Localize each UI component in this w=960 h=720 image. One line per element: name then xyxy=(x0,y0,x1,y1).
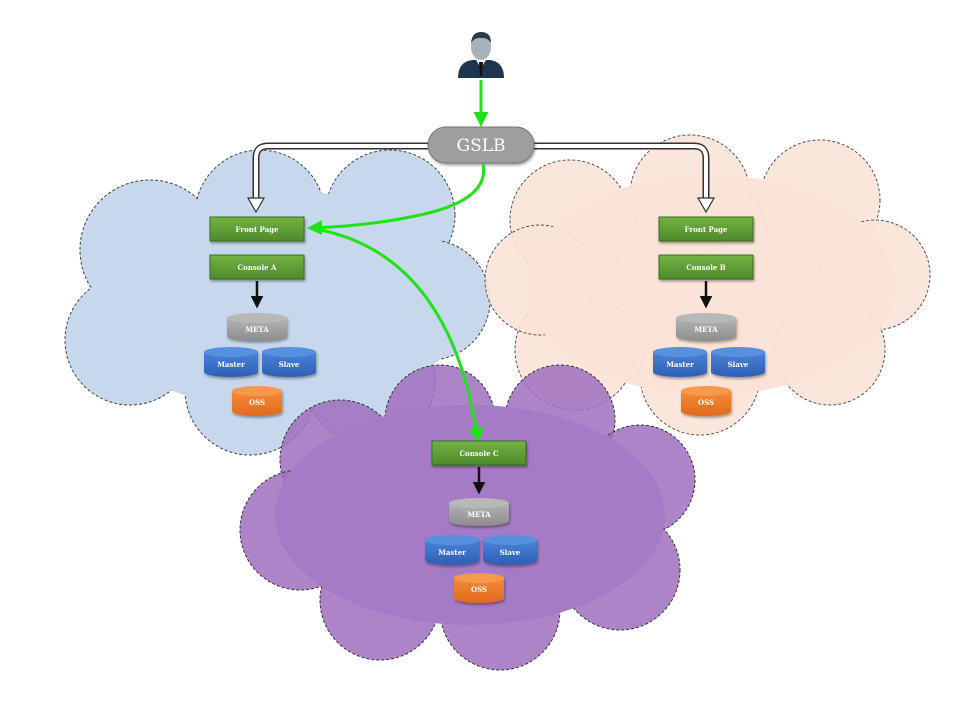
console-b[interactable]: Console B xyxy=(658,254,754,280)
gslb-route-right xyxy=(530,142,716,214)
region-c-stack: Console C META Master Slave OSS xyxy=(425,440,537,603)
console-c[interactable]: Console C xyxy=(431,440,527,466)
oss-c[interactable]: OSS xyxy=(454,573,504,603)
slave-db-a[interactable]: Slave xyxy=(262,347,316,377)
oss-c-label: OSS xyxy=(471,585,487,594)
slave-b-label: Slave xyxy=(728,360,749,369)
console-b-label: Console B xyxy=(686,263,725,272)
front-page-a[interactable]: Front Page xyxy=(209,216,305,242)
meta-c-label: META xyxy=(467,510,491,519)
master-db-b[interactable]: Master xyxy=(653,347,707,377)
slave-a-label: Slave xyxy=(279,360,300,369)
oss-a-label: OSS xyxy=(249,398,265,407)
front-page-b-label: Front Page xyxy=(685,225,728,234)
oss-b-label: OSS xyxy=(698,398,714,407)
gslb-label: GSLB xyxy=(456,136,505,156)
master-a-label: Master xyxy=(217,360,245,369)
console-c-label: Console C xyxy=(459,449,498,458)
front-page-b[interactable]: Front Page xyxy=(658,216,754,242)
front-page-a-label: Front Page xyxy=(236,225,279,234)
slave-db-b[interactable]: Slave xyxy=(711,347,765,377)
master-b-label: Master xyxy=(666,360,694,369)
gslb-node[interactable]: GSLB xyxy=(427,126,535,164)
master-db-c[interactable]: Master xyxy=(425,535,479,565)
oss-a[interactable]: OSS xyxy=(232,386,282,416)
arrow-gslb-to-frontpage-a xyxy=(307,163,486,236)
gslb-route-left xyxy=(246,142,430,214)
meta-db-c[interactable]: META xyxy=(449,498,509,526)
oss-b[interactable]: OSS xyxy=(681,386,731,416)
master-db-a[interactable]: Master xyxy=(204,347,258,377)
region-b-stack: Front Page Console B META Master Slave O… xyxy=(653,216,765,416)
region-a-stack: Front Page Console A META Master Slave O… xyxy=(204,216,316,416)
console-a-label: Console A xyxy=(238,263,277,272)
user-icon xyxy=(458,32,504,78)
master-c-label: Master xyxy=(438,548,466,557)
meta-db-a[interactable]: META xyxy=(227,313,287,341)
meta-db-b[interactable]: META xyxy=(676,313,736,341)
console-a[interactable]: Console A xyxy=(209,254,305,280)
slave-c-label: Slave xyxy=(500,548,521,557)
arrow-frontpage-a-to-console-c xyxy=(309,226,484,443)
slave-db-c[interactable]: Slave xyxy=(483,535,537,565)
meta-a-label: META xyxy=(245,325,269,334)
meta-b-label: META xyxy=(694,325,718,334)
